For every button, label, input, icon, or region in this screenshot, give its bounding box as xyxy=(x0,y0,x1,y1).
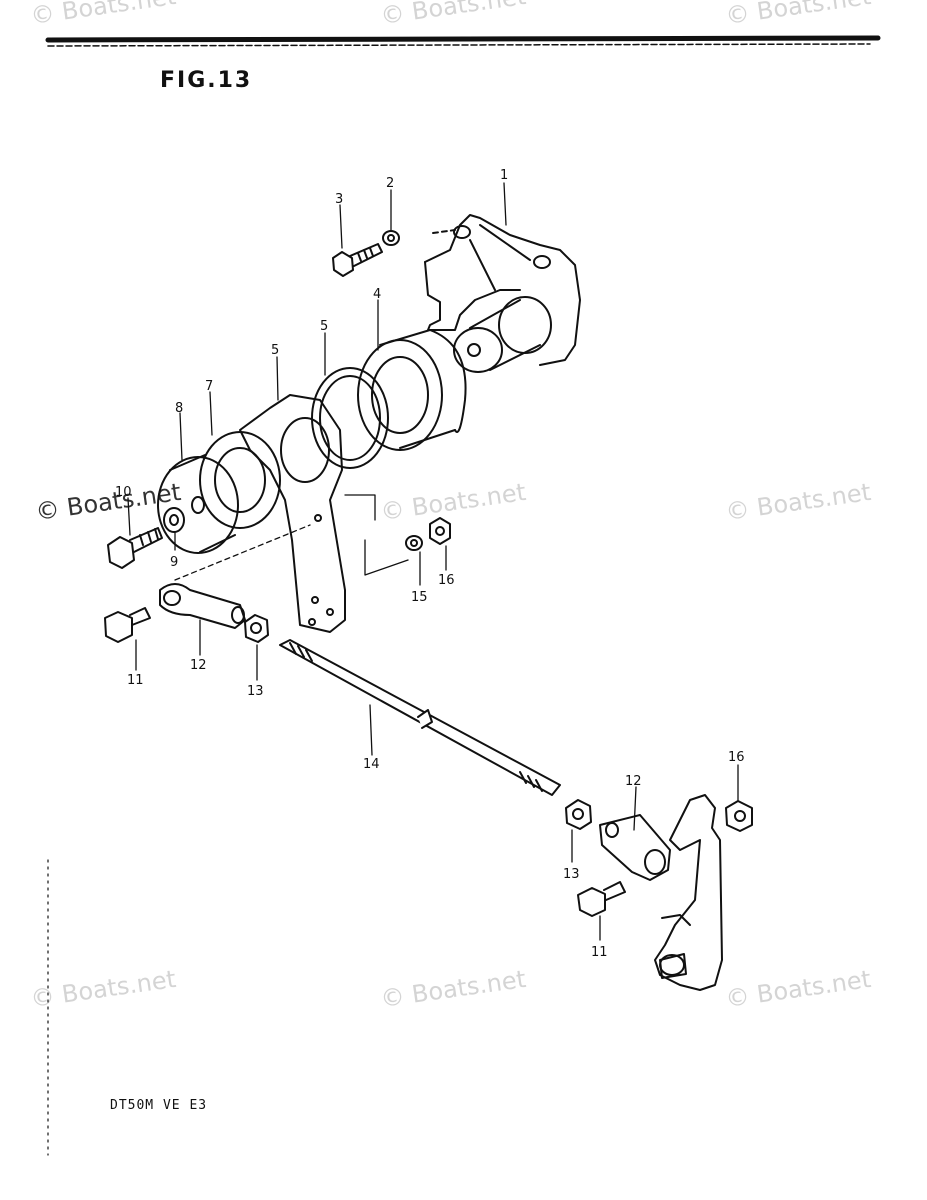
callout-12-left: 12 xyxy=(190,658,207,673)
callout-13-left: 13 xyxy=(247,684,264,699)
leader-bracket xyxy=(344,494,409,576)
callout-4: 4 xyxy=(373,287,381,302)
callout-8: 8 xyxy=(175,401,183,416)
nut-part-16-right xyxy=(725,800,753,832)
ring-part-5 xyxy=(311,367,389,469)
callout-13-right: 13 xyxy=(563,867,580,882)
rod-end-part-12-left xyxy=(159,583,246,629)
callout-10: 10 xyxy=(115,485,132,500)
top-rule-texture xyxy=(47,43,871,47)
washer-part-7 xyxy=(199,431,281,529)
bolt-part-11-right xyxy=(577,881,626,917)
washer-part-9 xyxy=(163,507,185,533)
bolt-part-3 xyxy=(332,243,383,277)
callout-5: 5 xyxy=(320,319,328,334)
callout-16-right: 16 xyxy=(728,750,745,765)
callout-7: 7 xyxy=(205,379,213,394)
top-rule xyxy=(45,35,881,43)
bolt-part-10 xyxy=(107,527,163,569)
rod-part-14 xyxy=(279,639,561,796)
callout-15: 15 xyxy=(411,590,428,605)
washer-part-2 xyxy=(382,230,400,246)
callout-11-left: 11 xyxy=(127,673,144,688)
rod-end-part-12-right xyxy=(599,814,671,881)
callout-3: 3 xyxy=(335,192,343,207)
lever-arm-right xyxy=(654,794,723,991)
washer-part-15 xyxy=(405,535,423,551)
figure-title: FIG.13 xyxy=(160,68,253,93)
callout-12-right: 12 xyxy=(625,774,642,789)
bolt-part-11-left xyxy=(104,607,151,643)
nut-part-13-left xyxy=(244,614,269,643)
nut-part-16-middle xyxy=(429,517,451,545)
callout-9: 9 xyxy=(170,555,178,570)
callout-labels: 1 2 3 4 5 5 7 8 9 10 11 12 13 14 15 16 1… xyxy=(115,168,745,960)
leader-lines xyxy=(127,182,739,941)
nut-part-13-right xyxy=(565,799,592,830)
callout-5-second: 5 xyxy=(271,343,279,358)
callout-1: 1 xyxy=(500,168,508,183)
callout-14: 14 xyxy=(363,757,380,772)
callout-11-right: 11 xyxy=(591,945,608,960)
lever-plate-part-6 xyxy=(239,394,346,633)
model-code: DT50M VE E3 xyxy=(110,1098,208,1113)
callout-2: 2 xyxy=(386,176,394,191)
callout-16-middle: 16 xyxy=(438,573,455,588)
bracket-part-1 xyxy=(424,214,581,373)
disk-part-8 xyxy=(157,454,239,554)
bushing-part-4 xyxy=(357,329,467,451)
